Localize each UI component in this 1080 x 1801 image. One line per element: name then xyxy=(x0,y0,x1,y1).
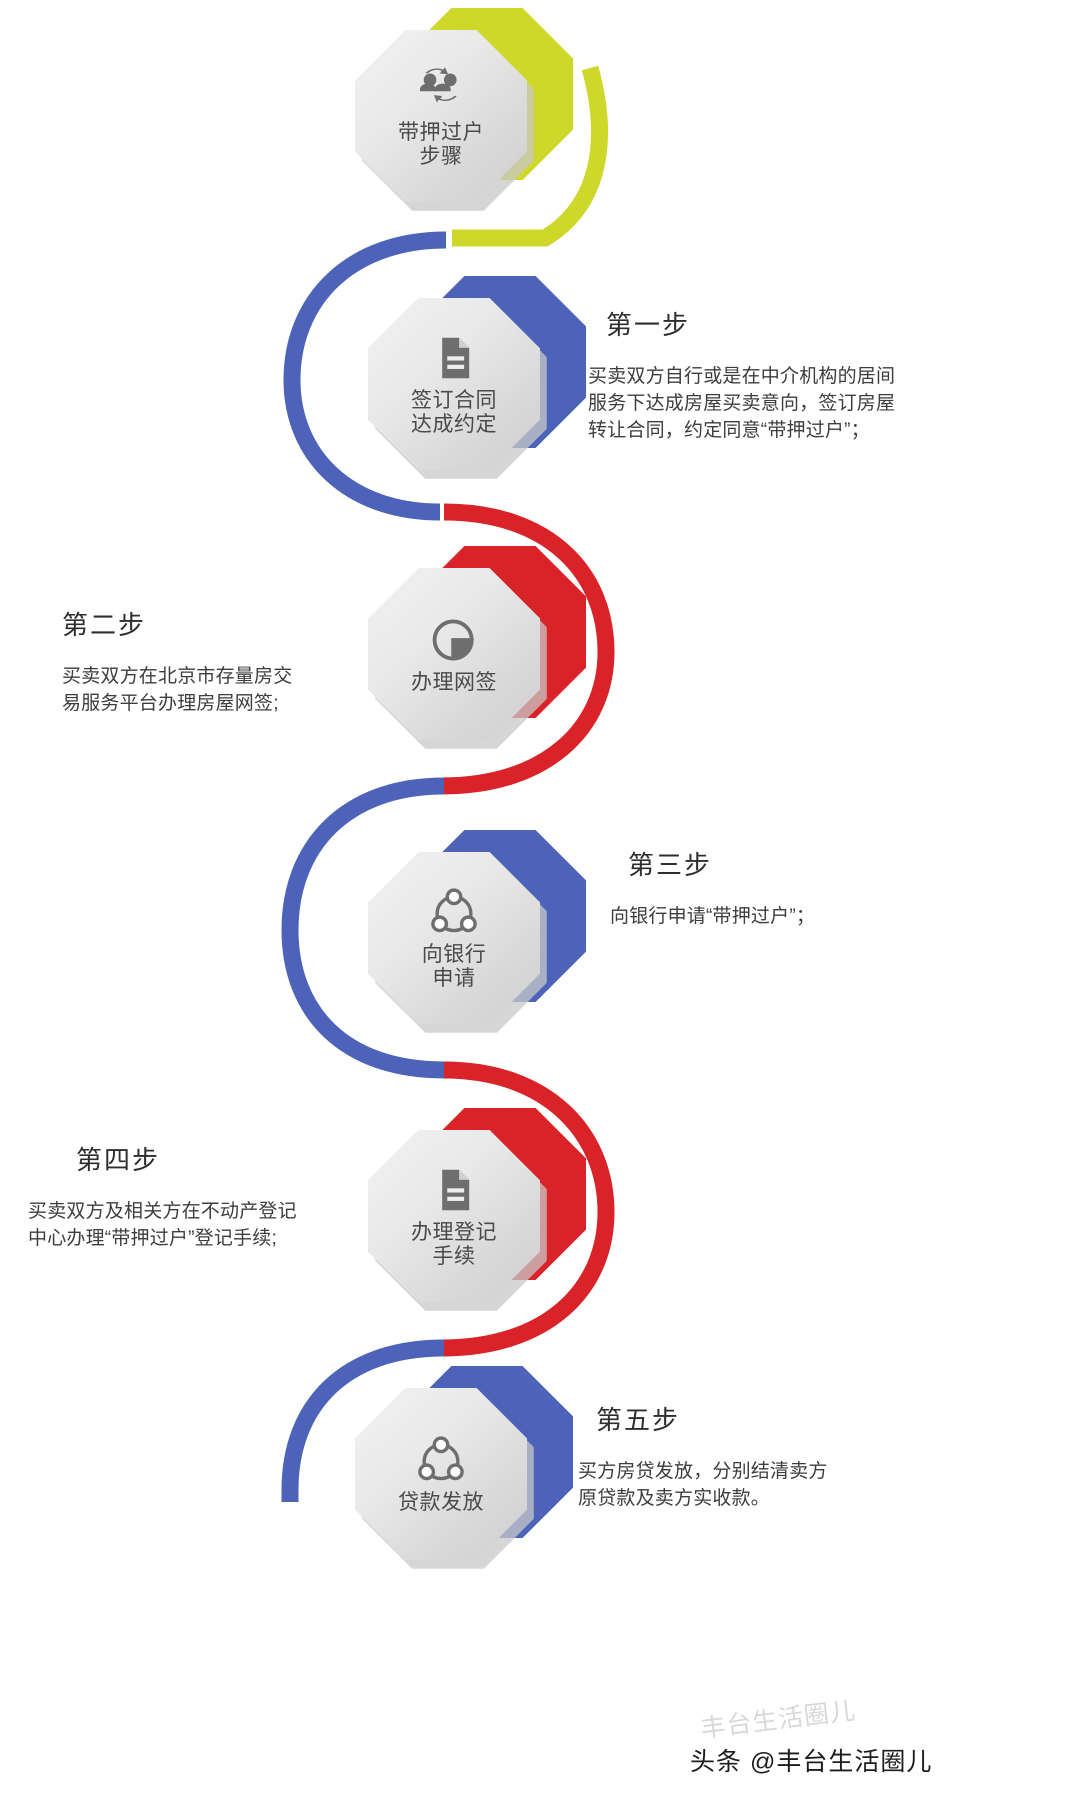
node-label: 贷款发放 xyxy=(398,1491,484,1515)
step-title: 第四步 xyxy=(76,1145,161,1175)
node-face xyxy=(355,30,527,202)
step-title: 第一步 xyxy=(606,310,691,340)
node-face xyxy=(355,1388,527,1560)
step-title: 第三步 xyxy=(628,850,713,880)
step-1: 第一步 买卖双方自行或是在中介机构的居间 服务下达成房屋买卖意向，签订房屋 转让… xyxy=(588,305,948,445)
node-face xyxy=(368,298,540,470)
node-registration[interactable]: 办理登记 手续 xyxy=(368,1108,586,1311)
connector-blue-1 xyxy=(283,231,447,521)
network-nodes-icon xyxy=(418,1436,464,1481)
node-label: 签订合同 达成约定 xyxy=(411,389,497,436)
watermark: 头条 @丰台生活圈儿 xyxy=(690,1748,933,1776)
step-5: 第五步 买方房贷发放，分别结清卖方 原贷款及卖方实收款。 xyxy=(578,1400,928,1513)
step-body: 向银行申请“带押过户”； xyxy=(610,906,816,927)
step-4: 第四步 买卖双方及相关方在不动产登记 中心办理“带押过户”登记手续; xyxy=(28,1140,358,1253)
connector-blue-2 xyxy=(281,777,445,1079)
step-body: 买方房贷发放，分别结清卖方 原贷款及卖方实收款。 xyxy=(578,1461,828,1509)
step-body: 买卖双方在北京市存量房交 易服务平台办理房屋网签; xyxy=(62,666,293,714)
node-intro[interactable]: 带押过户 步骤 xyxy=(355,8,573,211)
step-title: 第五步 xyxy=(596,1405,681,1435)
two-people-exchange-icon xyxy=(419,67,457,103)
document-icon xyxy=(442,1170,470,1211)
network-nodes-icon xyxy=(431,888,477,933)
step-body: 买卖双方及相关方在不动产登记 中心办理“带押过户”登记手续; xyxy=(28,1201,297,1249)
node-label: 带押过户 步骤 xyxy=(398,121,484,168)
node-bank-apply[interactable]: 向银行 申请 xyxy=(368,830,586,1033)
pie-chart-icon xyxy=(432,619,474,661)
step-3: 第三步 向银行申请“带押过户”； xyxy=(610,845,950,931)
connector-yellow xyxy=(452,65,608,247)
step-title: 第二步 xyxy=(62,610,147,640)
node-label: 向银行 申请 xyxy=(421,943,487,990)
connector-red-1 xyxy=(441,503,615,795)
node-face xyxy=(368,1130,540,1302)
connector-blue-3 xyxy=(281,1339,445,1502)
step-2: 第二步 买卖双方在北京市存量房交 易服务平台办理房屋网签; xyxy=(62,605,382,718)
node-face xyxy=(368,852,540,1024)
node-online-sign[interactable]: 办理网签 xyxy=(368,546,586,749)
node-label: 办理网签 xyxy=(411,671,497,695)
node-loan-release[interactable]: 贷款发放 xyxy=(355,1366,573,1569)
node-contract[interactable]: 签订合同 达成约定 xyxy=(368,276,586,479)
document-icon xyxy=(442,338,470,379)
node-label: 办理登记 手续 xyxy=(411,1221,497,1268)
step-body: 买卖双方自行或是在中介机构的居间 服务下达成房屋买卖意向，签订房屋 转让合同，约… xyxy=(588,366,896,441)
connector-red-2 xyxy=(441,1061,615,1357)
